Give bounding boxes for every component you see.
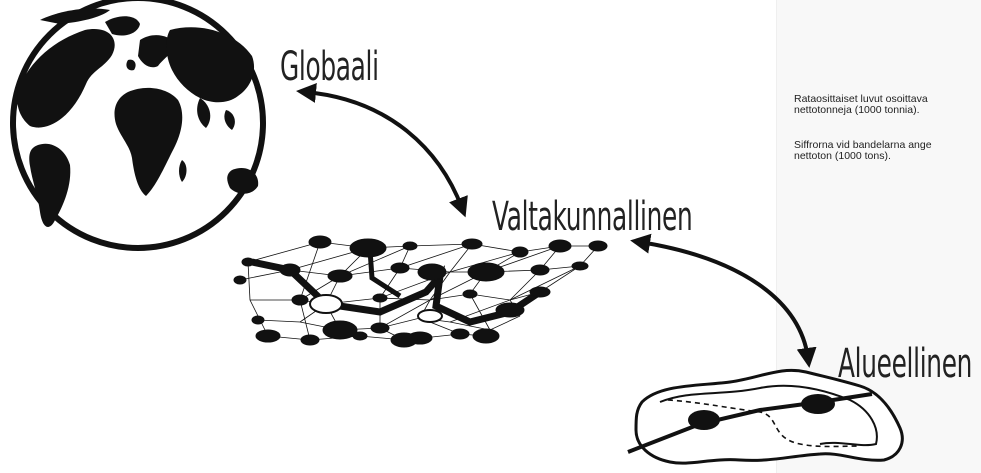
globe-icon [13,0,263,248]
national-label: Valtakunnallinen [492,194,692,240]
regional-label: Alueellinen [838,341,972,387]
global-label: Globaali [280,44,379,90]
arrow-national-regional [640,242,808,358]
arrow-global-national [306,92,462,208]
network-map-icon [234,236,607,347]
